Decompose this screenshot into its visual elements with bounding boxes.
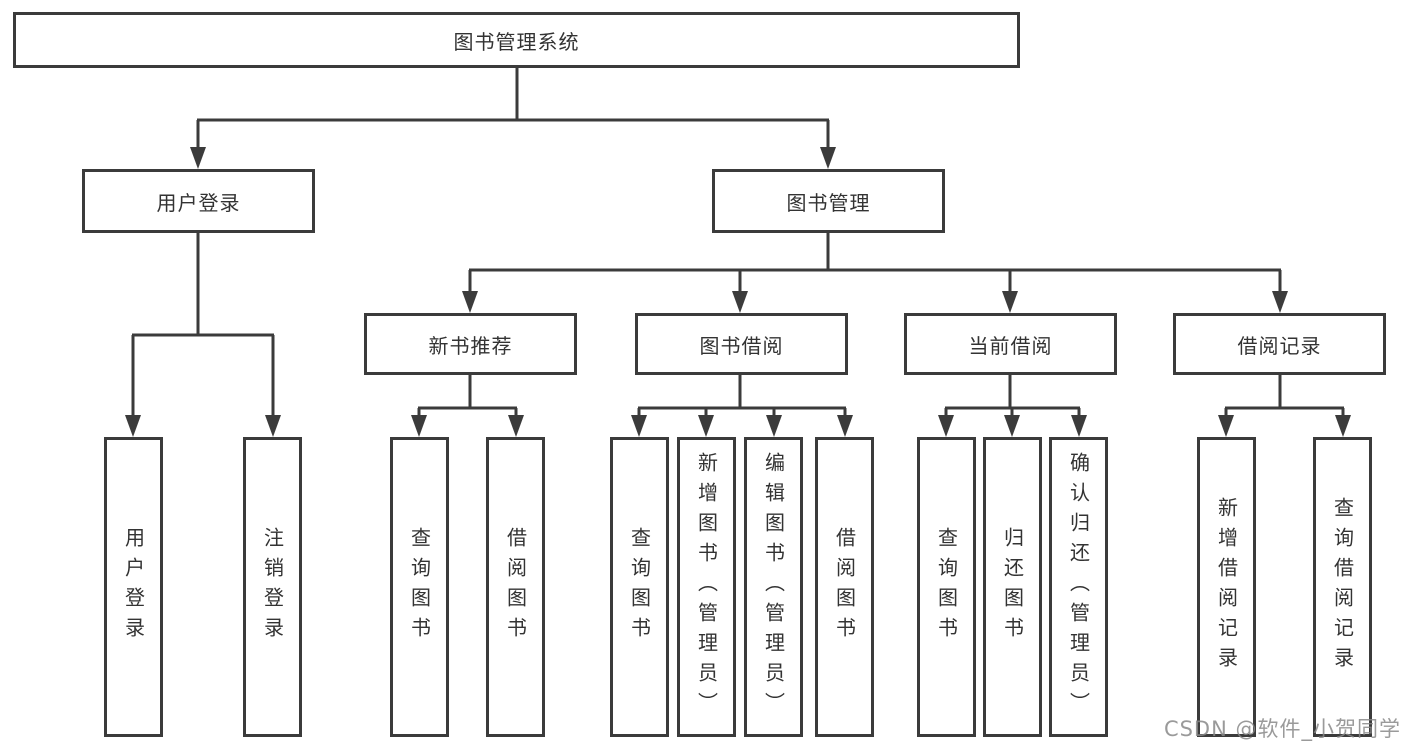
leaf-bb-query-book-label: 查询图书 [627,527,652,647]
node-current-borrow-label: 当前借阅 [968,333,1053,358]
node-book-borrow: 图书借阅 [635,313,848,375]
leaf-bb-add-book-admin: 新增图书（管理员） [677,437,736,737]
watermark-text: CSDN @软件_小贺同学 [1163,717,1401,741]
leaf-logout-label: 注销登录 [260,527,285,647]
leaf-rec-borrow-book-label: 借阅图书 [503,527,528,647]
node-borrow-records-label: 借阅记录 [1237,333,1322,358]
leaf-rec-borrow-book: 借阅图书 [486,437,545,737]
leaf-br-add-record-label: 新增借阅记录 [1214,497,1239,677]
leaf-cb-return-book-label: 归还图书 [1000,527,1025,647]
node-book-management: 图书管理 [712,169,945,233]
node-user-login: 用户登录 [82,169,315,233]
node-book-borrow-label: 图书借阅 [699,333,784,358]
leaf-cb-query-book: 查询图书 [917,437,976,737]
leaf-br-query-record-label: 查询借阅记录 [1330,497,1355,677]
leaf-logout: 注销登录 [243,437,302,737]
leaf-bb-borrow-book-label: 借阅图书 [832,527,857,647]
node-new-book-recommend-label: 新书推荐 [428,333,513,358]
leaf-bb-edit-book-admin-label: 编辑图书（管理员） [761,452,786,722]
node-new-book-recommend: 新书推荐 [364,313,577,375]
node-borrow-records: 借阅记录 [1173,313,1386,375]
leaf-bb-add-book-admin-label: 新增图书（管理员） [694,452,719,722]
leaf-bb-borrow-book: 借阅图书 [815,437,874,737]
leaf-cb-query-book-label: 查询图书 [934,527,959,647]
node-book-management-label: 图书管理 [786,190,871,215]
leaf-bb-query-book: 查询图书 [610,437,669,737]
node-library-system-label: 图书管理系统 [453,29,580,54]
leaf-user-login: 用户登录 [104,437,163,737]
node-current-borrow: 当前借阅 [904,313,1117,375]
leaf-bb-edit-book-admin: 编辑图书（管理员） [744,437,803,737]
leaf-user-login-label: 用户登录 [121,527,146,647]
leaf-rec-query-book: 查询图书 [390,437,449,737]
leaf-br-add-record: 新增借阅记录 [1197,437,1256,737]
leaf-br-query-record: 查询借阅记录 [1313,437,1372,737]
leaf-cb-confirm-return-admin-label: 确认归还（管理员） [1066,452,1091,722]
node-user-login-label: 用户登录 [156,190,241,215]
leaf-rec-query-book-label: 查询图书 [407,527,432,647]
leaf-cb-confirm-return-admin: 确认归还（管理员） [1049,437,1108,737]
leaf-cb-return-book: 归还图书 [983,437,1042,737]
arrowhead-icons [125,147,1351,437]
node-library-system: 图书管理系统 [13,12,1020,68]
